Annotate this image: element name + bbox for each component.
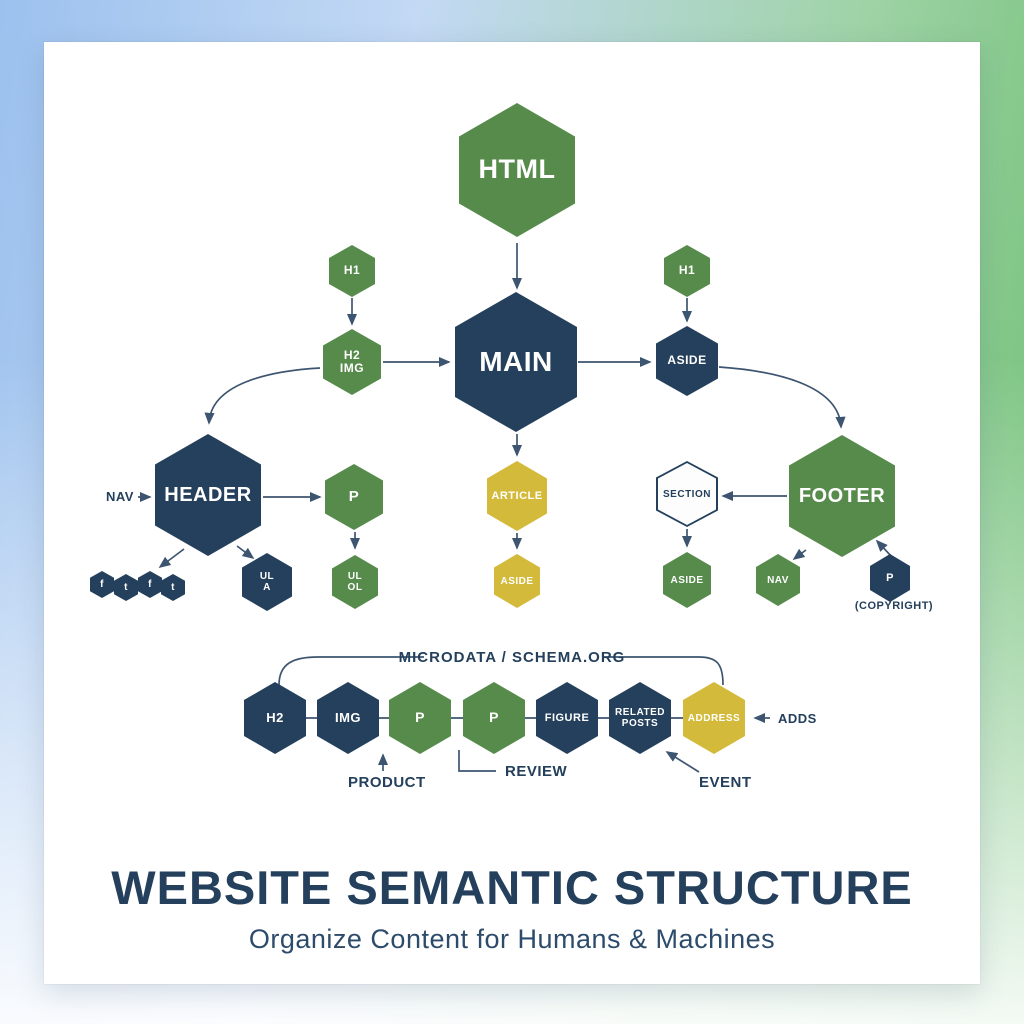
label-adds: ADDS bbox=[778, 711, 817, 726]
node-aside-article-label: ASIDE bbox=[500, 575, 534, 587]
node-h2-img: H2 IMG bbox=[323, 329, 381, 395]
node-footer-label: FOOTER bbox=[798, 485, 886, 507]
schema-node-figure: FIGURE bbox=[536, 682, 598, 754]
node-aside-sidebar: ASIDE bbox=[656, 326, 718, 396]
node-p-header-label: P bbox=[348, 487, 360, 505]
schema-node-p2-label: P bbox=[489, 709, 499, 726]
node-ul-a: UL A bbox=[242, 553, 292, 611]
node-header: HEADER bbox=[155, 434, 261, 556]
node-html-label: HTML bbox=[478, 154, 556, 185]
page-title: WEBSITE SEMANTIC STRUCTURE bbox=[111, 861, 913, 914]
node-ul-ol: UL OL bbox=[332, 555, 378, 609]
facebook-square-icon: f bbox=[138, 571, 162, 598]
node-h1-left: H1 bbox=[329, 245, 375, 297]
facebook-icon-glyph: f bbox=[100, 579, 104, 590]
node-p-copyright-label: P bbox=[886, 571, 894, 584]
node-footer: FOOTER bbox=[789, 435, 895, 557]
node-article: ARTICLE bbox=[487, 461, 547, 531]
node-h1-right: H1 bbox=[664, 245, 710, 297]
schema-node-p2: P bbox=[463, 682, 525, 754]
node-main: MAIN bbox=[455, 292, 577, 432]
node-section-label: SECTION bbox=[663, 488, 711, 500]
facebook-square-icon-glyph: f bbox=[148, 579, 152, 590]
node-ul-a-line1: UL bbox=[259, 571, 275, 582]
node-article-label: ARTICLE bbox=[491, 489, 543, 502]
microdata-heading: MICRODATA / SCHEMA.ORG bbox=[398, 649, 626, 666]
node-ul-a-line2: A bbox=[263, 582, 271, 593]
schema-node-related-line2: POSTS bbox=[621, 718, 659, 729]
page-subtitle: Organize Content for Humans & Machines bbox=[248, 924, 776, 954]
node-section: SECTION bbox=[656, 461, 718, 527]
schema-node-address-label: ADDRESS bbox=[687, 712, 741, 724]
twitter-icon: t bbox=[114, 574, 138, 601]
schema-node-address: ADDRESS bbox=[683, 682, 745, 754]
node-header-label: HEADER bbox=[164, 484, 252, 506]
node-aside-article: ASIDE bbox=[494, 554, 540, 608]
label-event: EVENT bbox=[699, 774, 752, 791]
schema-node-figure-label: FIGURE bbox=[544, 711, 590, 724]
node-nav-footer-label: NAV bbox=[767, 574, 789, 586]
node-ul-ol-label: UL OL bbox=[348, 571, 363, 593]
node-ul-ol-line2: OL bbox=[347, 582, 363, 593]
twitter-icon-glyph: t bbox=[124, 582, 128, 593]
schema-node-p1-label: P bbox=[415, 709, 425, 726]
schema-node-related-line1: RELATED bbox=[615, 707, 665, 718]
node-p-copyright: P bbox=[870, 554, 910, 602]
node-p-header: P bbox=[325, 464, 383, 530]
label-review: REVIEW bbox=[505, 763, 568, 780]
label-copyright: (COPYRIGHT) bbox=[854, 600, 934, 612]
schema-node-h2: H2 bbox=[244, 682, 306, 754]
schema-node-img-label: IMG bbox=[334, 709, 362, 725]
node-h2-img-line1: H2 bbox=[343, 347, 361, 362]
node-html: HTML bbox=[459, 103, 575, 237]
node-main-label: MAIN bbox=[479, 345, 553, 377]
twitter-icon-2: t bbox=[161, 574, 185, 601]
node-nav-footer: NAV bbox=[756, 554, 800, 606]
schema-node-related-posts: RELATED POSTS bbox=[609, 682, 671, 754]
node-aside-footer-label: ASIDE bbox=[670, 574, 704, 586]
label-product: PRODUCT bbox=[348, 774, 426, 791]
schema-node-img: IMG bbox=[317, 682, 379, 754]
label-nav: NAV bbox=[106, 489, 134, 504]
node-aside-footer: ASIDE bbox=[663, 552, 711, 608]
facebook-icon: f bbox=[90, 571, 114, 598]
node-ul-a-label: UL A bbox=[260, 571, 274, 593]
schema-node-p1: P bbox=[389, 682, 451, 754]
twitter-icon-2-glyph: t bbox=[171, 582, 175, 593]
node-section-inner: SECTION bbox=[658, 463, 716, 525]
schema-node-related-posts-label: RELATED POSTS bbox=[615, 707, 665, 729]
node-h1-right-label: H1 bbox=[678, 263, 696, 278]
node-h1-left-label: H1 bbox=[343, 263, 361, 278]
schema-node-h2-label: H2 bbox=[266, 709, 284, 725]
node-h2-img-label: H2 IMG bbox=[339, 347, 365, 375]
node-h2-img-line2: IMG bbox=[339, 361, 365, 375]
node-ul-ol-line1: UL bbox=[347, 571, 363, 582]
node-aside-sidebar-label: ASIDE bbox=[667, 353, 707, 368]
